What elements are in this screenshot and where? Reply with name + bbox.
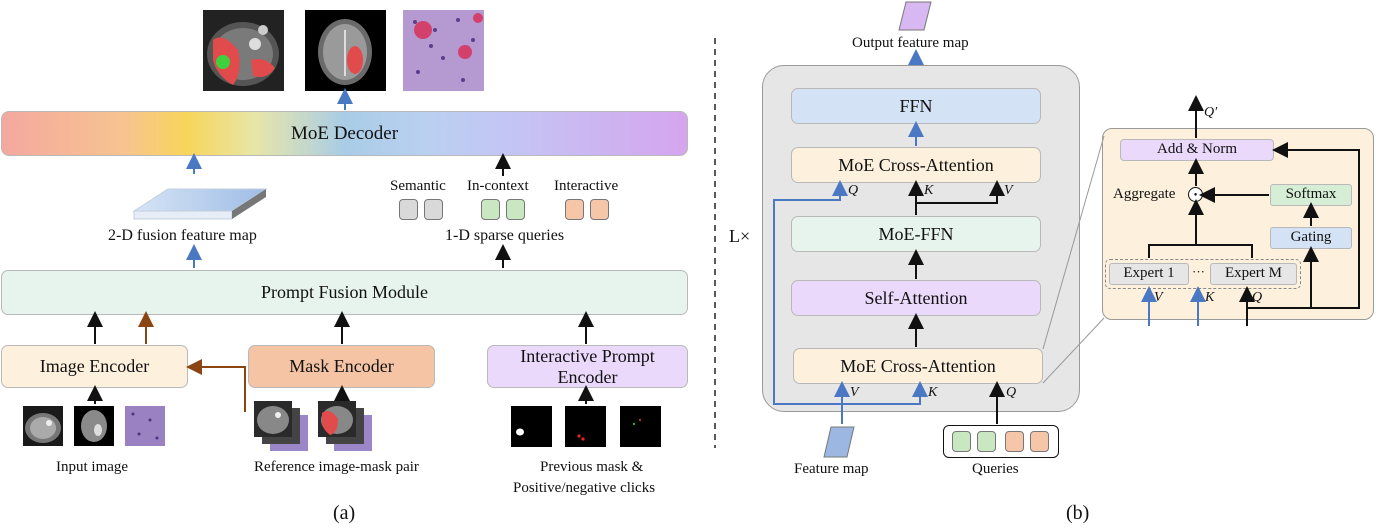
moe-cross-attention-top-box: MoE Cross-Attention (791, 147, 1041, 183)
semantic-query-token (399, 199, 418, 220)
layer-repeat-label: L× (729, 226, 751, 246)
expert-ellipsis: ··· (1192, 264, 1205, 279)
interactive-query-token (565, 199, 584, 220)
ffn-label: FFN (899, 95, 933, 116)
prompt-fusion-module-label: Prompt Fusion Module (260, 282, 429, 303)
in-context-query-token (481, 199, 500, 220)
query-symbol: Q (848, 183, 859, 198)
moe-cross-attention-bottom-label: MoE Cross-Attention (840, 355, 996, 376)
expert-first-box: Expert 1 (1109, 263, 1189, 285)
input-pathology-image (125, 406, 165, 446)
odot-symbol: ● (1193, 191, 1198, 198)
key-symbol: K (928, 385, 938, 400)
moe-cross-attention-bottom-box: MoE Cross-Attention (793, 348, 1043, 384)
previous-mask-image (511, 406, 552, 447)
in-context-query-token (952, 431, 971, 452)
output-feature-map-icon (898, 1, 932, 31)
value-symbol: V (1004, 183, 1013, 198)
ct-abdomen-output-image (203, 10, 284, 91)
value-symbol: V (1154, 290, 1163, 305)
sparse-queries-label: 1-D sparse queries (445, 227, 565, 244)
previous-mask-label-line2: Positive/negative clicks (513, 480, 656, 496)
add-norm-label: Add & Norm (1157, 141, 1237, 158)
mask-encoder-box: Mask Encoder (248, 345, 435, 388)
expert-last-box: Expert M (1210, 263, 1297, 285)
pathology-output-image (403, 10, 484, 91)
gating-label: Gating (1290, 229, 1332, 246)
image-encoder-label: Image Encoder (39, 356, 150, 377)
interactive-query-token (1005, 431, 1024, 452)
feature-map-label: Feature map (794, 461, 869, 477)
query-symbol: Q (1252, 290, 1263, 305)
brain-mri-output-image (305, 10, 386, 91)
query-symbol: Q (1006, 385, 1017, 400)
self-attention-label: Self-Attention (864, 287, 968, 308)
expert-last-label: Expert M (1224, 265, 1283, 282)
positive-click-image (565, 406, 606, 447)
add-norm-box: Add & Norm (1120, 139, 1274, 161)
softmax-label: Softmax (1285, 186, 1337, 203)
panel-b-caption: (b) (1066, 502, 1090, 524)
key-symbol: K (924, 183, 934, 198)
interactive-query-token (590, 199, 609, 220)
ffn-box: FFN (791, 88, 1041, 124)
fusion-feature-map-slab (130, 175, 270, 225)
key-symbol: K (1205, 290, 1215, 305)
queries-label: Queries (972, 461, 1019, 477)
moe-ffn-label: MoE-FFN (878, 223, 954, 244)
previous-mask-label-line1: Previous mask & (540, 459, 644, 475)
value-symbol: V (850, 385, 859, 400)
output-query-symbol: Q′ (1204, 105, 1218, 120)
reference-pair-label: Reference image-mask pair (254, 459, 419, 475)
reference-mask-stack (318, 401, 374, 453)
in-context-query-token (977, 431, 996, 452)
input-ct-image (23, 406, 63, 446)
query-type-interactive: Interactive (554, 178, 619, 194)
moe-decoder-label: MoE Decoder (290, 122, 399, 144)
image-encoder-box: Image Encoder (1, 345, 188, 388)
expert-first-label: Expert 1 (1123, 265, 1175, 282)
panel-a-caption: (a) (333, 502, 356, 524)
fusion-feature-map-label: 2-D fusion feature map (108, 227, 257, 244)
mask-encoder-label: Mask Encoder (289, 356, 394, 377)
output-feature-map-label: Output feature map (852, 35, 969, 51)
query-type-in-context: In-context (467, 178, 529, 194)
reference-image-stack (254, 401, 310, 453)
interactive-prompt-encoder-label: Interactive Prompt Encoder (520, 345, 655, 387)
negative-click-image (620, 406, 661, 447)
in-context-query-token (506, 199, 525, 220)
feature-map-icon (823, 426, 855, 458)
moe-cross-attention-top-label: MoE Cross-Attention (838, 154, 994, 175)
input-brain-image (74, 406, 114, 446)
aggregate-label: Aggregate (1113, 186, 1176, 202)
interactive-query-token (1030, 431, 1049, 452)
input-image-label: Input image (56, 459, 129, 475)
query-type-semantic: Semantic (390, 178, 446, 194)
moe-ffn-box: MoE-FFN (791, 216, 1041, 252)
semantic-query-token (424, 199, 443, 220)
moe-decoder-box: MoE Decoder (1, 111, 688, 156)
